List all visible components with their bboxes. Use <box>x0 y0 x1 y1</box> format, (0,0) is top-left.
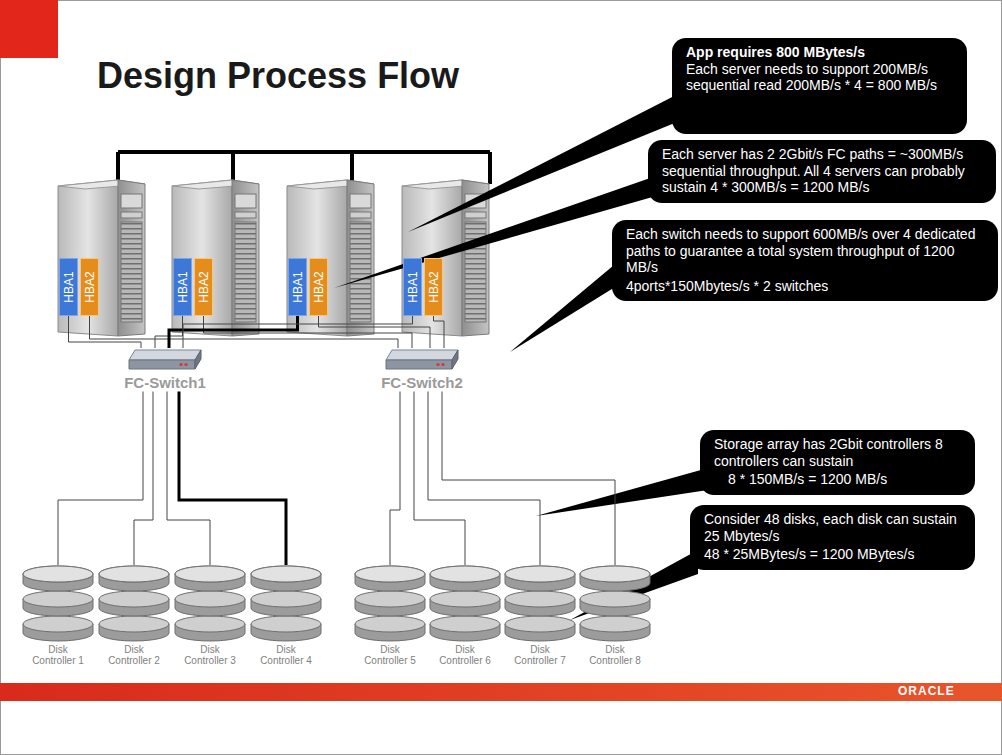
callout-pointer <box>408 92 682 232</box>
server-tower <box>172 180 259 336</box>
fc-cable <box>183 316 413 348</box>
slide-title: Design Process Flow <box>97 58 459 94</box>
disk-controller: Disk Controller 1 <box>22 565 94 666</box>
footer-bar <box>0 683 1002 701</box>
callout-text: Consider 48 disks, each disk can sustain… <box>704 511 963 544</box>
callout-pointer <box>570 550 698 620</box>
fc-cable <box>414 392 465 566</box>
fc-cable <box>134 392 153 566</box>
callout-text: Storage array has 2Gbit controllers 8 co… <box>714 436 963 469</box>
switch-label: FC-Switch2 <box>372 375 472 392</box>
disk-controller: Disk Controller 6 <box>429 565 501 666</box>
hba-card: HBA1 <box>173 258 192 316</box>
disk-controller: Disk Controller 7 <box>504 565 576 666</box>
hba-card: HBA1 <box>59 258 78 316</box>
disk-label: Disk Controller 6 <box>435 644 495 666</box>
callout-text: 8 * 150MB/s = 1200 MB/s <box>714 471 963 488</box>
hba-card: HBA2 <box>194 258 213 316</box>
switch-icon <box>115 348 215 372</box>
switch-label: FC-Switch1 <box>115 375 215 392</box>
fc-cable <box>319 316 431 348</box>
callout-text: 48 * 25MBytes/s = 1200 MBytes/s <box>704 546 963 563</box>
callout-bubble: Each switch needs to support 600MB/s ove… <box>612 220 998 301</box>
disk-controller: Disk Controller 3 <box>174 565 246 666</box>
callout-bubble: App requires 800 MBytes/sEach server nee… <box>672 38 967 134</box>
corner-square <box>0 0 58 58</box>
fc-cable <box>442 392 615 566</box>
hba-label: HBA1 <box>177 271 189 302</box>
hba-card: HBA1 <box>403 258 422 316</box>
disk-label: Disk Controller 1 <box>28 644 88 666</box>
fc-cable <box>90 316 399 348</box>
disk-cylinder <box>579 565 651 643</box>
fc-cable <box>434 316 445 348</box>
callout-bubble: Each server has 2 2Gbit/s FC paths = ~30… <box>648 140 996 203</box>
disk-cylinder <box>98 565 170 643</box>
disk-controller: Disk Controller 4 <box>250 565 322 666</box>
disk-controller: Disk Controller 2 <box>98 565 170 666</box>
hba-label: HBA1 <box>63 271 75 302</box>
disk-cylinder <box>22 565 94 643</box>
fc-cable <box>179 392 286 566</box>
server-tower <box>58 180 145 336</box>
callout-text: App requires 800 MBytes/s <box>686 44 955 61</box>
disk-cylinder <box>354 565 426 643</box>
hba-label: HBA1 <box>292 271 304 302</box>
callout-bubble: Consider 48 disks, each disk can sustain… <box>690 505 975 570</box>
disk-label: Disk Controller 4 <box>256 644 316 666</box>
callout-text: Each server has 2 2Gbit/s FC paths = ~30… <box>662 146 984 196</box>
hba-card: HBA2 <box>80 258 99 316</box>
callout-text: Each server needs to support 200MB/s seq… <box>686 61 955 94</box>
server-tower <box>287 180 374 336</box>
fc-switch: FC-Switch1 <box>115 348 215 392</box>
disk-cylinder <box>504 565 576 643</box>
disk-label: Disk Controller 7 <box>510 644 570 666</box>
fc-cable <box>69 316 142 348</box>
hba-card: HBA1 <box>288 258 307 316</box>
disk-label: Disk Controller 2 <box>104 644 164 666</box>
callout-text: Each switch needs to support 600MB/s ove… <box>626 226 986 276</box>
disk-label: Disk Controller 3 <box>180 644 240 666</box>
network-bus <box>118 152 490 184</box>
hba-label: HBA2 <box>313 271 325 302</box>
callout-text: 4ports*150Mbytes/s * 2 switches <box>626 278 986 295</box>
disk-cylinder <box>250 565 322 643</box>
callout-pointer <box>536 468 708 516</box>
hba-label: HBA2 <box>428 271 440 302</box>
fc-switch: FC-Switch2 <box>372 348 472 392</box>
fc-cable <box>169 316 298 348</box>
callout-bubble: Storage array has 2Gbit controllers 8 co… <box>700 430 975 495</box>
hba-label: HBA2 <box>84 271 96 302</box>
disk-label: Disk Controller 8 <box>585 644 645 666</box>
callout-pointer <box>510 260 620 352</box>
disk-label: Disk Controller 5 <box>360 644 420 666</box>
hba-label: HBA2 <box>198 271 210 302</box>
fc-cable <box>428 392 540 566</box>
disk-cylinder <box>174 565 246 643</box>
disk-controller: Disk Controller 8 <box>579 565 651 666</box>
disk-cylinder <box>429 565 501 643</box>
fc-cable <box>204 316 413 348</box>
fc-cable <box>167 392 210 566</box>
disk-controller: Disk Controller 5 <box>354 565 426 666</box>
switch-icon <box>372 348 472 372</box>
brand-logo: ORACLE <box>898 685 955 697</box>
hba-card: HBA2 <box>309 258 328 316</box>
hba-card: HBA2 <box>424 258 443 316</box>
fc-cable <box>390 392 400 566</box>
hba-label: HBA1 <box>407 271 419 302</box>
fc-cable <box>58 392 143 566</box>
